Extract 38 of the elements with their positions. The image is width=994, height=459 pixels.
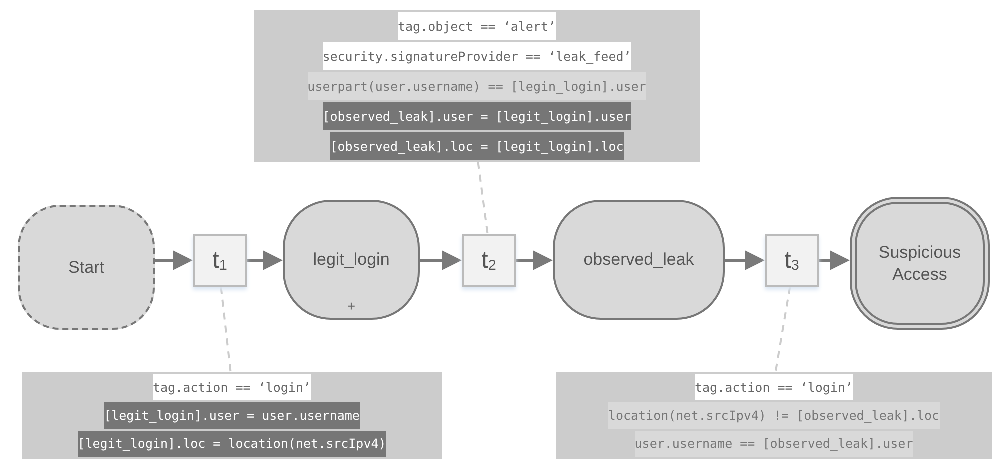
condition-table <box>254 10 700 162</box>
start-state <box>18 205 155 330</box>
node-label: t$_{1}$ <box>212 246 228 276</box>
arrow <box>819 250 850 270</box>
condition-row: [legit_login].loc = location(net.srcIpv4) <box>78 430 386 457</box>
node-label: t$_{2}$ <box>480 246 498 276</box>
arrow <box>247 250 283 270</box>
arrow <box>516 250 553 270</box>
condition-row: location(net.srcIpv4) != [observed_leak].loc <box>608 402 940 429</box>
condition-table <box>556 372 992 459</box>
dashed-connector <box>477 162 489 234</box>
condition-row: tag.object == ‘alert’ <box>398 12 556 40</box>
condition-row: tag.action == ‘login’ <box>694 374 854 400</box>
condition-row: user.username == [observed_leak].user <box>634 430 914 457</box>
node-label: t$_{3}$ <box>784 246 800 276</box>
condition-row: tag.action == ‘login’ <box>152 374 312 400</box>
expand-marker: + <box>347 298 356 314</box>
condition-table <box>22 372 442 459</box>
arrow <box>420 250 462 270</box>
condition-row: security.signatureProvider == ‘leak_feed’ <box>322 42 632 70</box>
condition-row: userpart(user.username) == [legin_login].user <box>308 72 646 100</box>
state-node <box>283 200 420 320</box>
transition-box <box>765 234 819 287</box>
node-label: observed_leak <box>582 249 696 271</box>
transition-box <box>462 234 516 287</box>
condition-row: [observed_leak].loc = [legit_login].loc <box>330 132 624 160</box>
state-node <box>553 200 725 320</box>
dashed-connector <box>774 286 792 372</box>
node-label: Start <box>68 256 106 278</box>
arrow <box>725 250 765 270</box>
final-state <box>850 197 990 330</box>
node-label: legit_login <box>312 249 391 271</box>
transition-box <box>193 234 247 287</box>
node-label: Suspicious Access <box>878 242 962 285</box>
dashed-connector <box>220 286 232 372</box>
condition-row: [observed_leak].user = [legit_login].user <box>322 102 632 130</box>
arrow <box>155 250 193 270</box>
condition-row: [legit_login].user = user.username <box>104 402 360 429</box>
